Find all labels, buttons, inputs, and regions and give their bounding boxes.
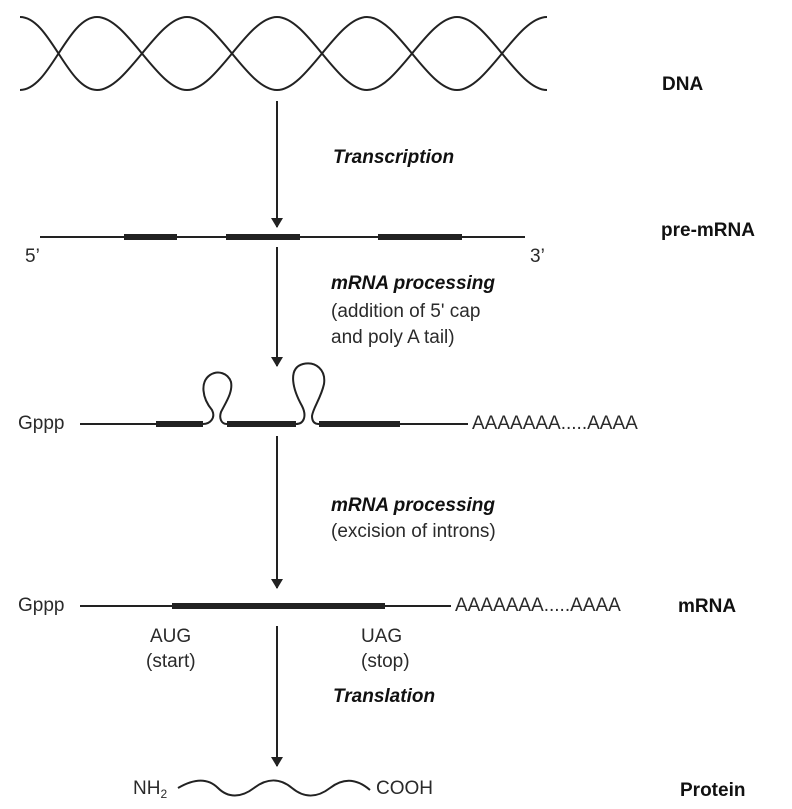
dna-strand-1 (19, 15, 548, 92)
transcription-label: Transcription (333, 147, 455, 168)
protein-label: Protein (680, 780, 746, 801)
processing-1-detail-2: and poly A tail) (331, 327, 455, 348)
protein-chain (177, 779, 371, 797)
stop-codon: UAG (361, 626, 403, 647)
carboxyl-terminus: COOH (376, 778, 433, 799)
start-note: (start) (146, 651, 196, 672)
mrna-label: mRNA (678, 596, 737, 617)
amino-subscript: 2 (160, 787, 168, 801)
dna-strand-2 (19, 15, 548, 92)
start-codon: AUG (150, 626, 192, 647)
capped-pre-mrna (80, 362, 468, 427)
amino-prefix: NH (133, 778, 161, 799)
translation-label: Translation (333, 686, 436, 707)
five-prime-label: 5’ (25, 246, 40, 267)
cap-label-1: Gppp (18, 413, 65, 434)
intron-loop-2 (292, 362, 326, 425)
amino-terminus: NH2 (133, 778, 167, 800)
processing-1-detail-1: (addition of 5' cap (331, 301, 481, 322)
intron-loop-1 (202, 371, 233, 425)
polya-tail-2: AAAAAAA.....AAAA (455, 595, 621, 616)
stop-note: (stop) (361, 651, 410, 672)
processing-2-detail: (excision of introns) (331, 521, 496, 542)
cap-label-2: Gppp (18, 595, 65, 616)
dna-label: DNA (662, 74, 704, 95)
three-prime-label: 3’ (530, 246, 545, 267)
processing-2-title: mRNA processing (331, 495, 495, 516)
dna-helix (19, 15, 548, 92)
polya-tail-1: AAAAAAA.....AAAA (472, 413, 638, 434)
processing-1-title: mRNA processing (331, 273, 495, 294)
pre-mrna-label: pre-mRNA (661, 220, 755, 241)
